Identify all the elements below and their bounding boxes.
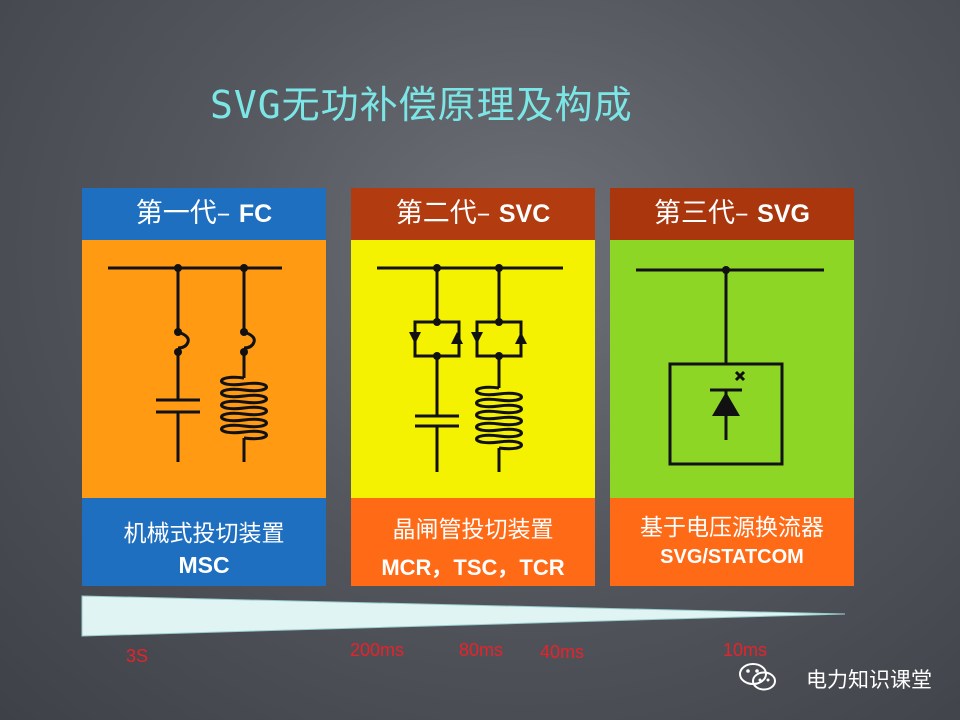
footer-acronym: MCR，TSC，TCR bbox=[381, 555, 565, 580]
column-header: 第一代– FC bbox=[82, 188, 326, 240]
header-separator: – bbox=[476, 198, 491, 229]
column-header: 第三代– SVG bbox=[610, 188, 854, 240]
circuit-diagram-fc bbox=[82, 240, 326, 498]
header-label: 第一代 bbox=[135, 198, 217, 229]
column-footer: 晶闸管投切装置 MCR，TSC，TCR bbox=[351, 498, 595, 586]
footer-acronym: MSC bbox=[178, 552, 230, 578]
header-tag: FC bbox=[238, 200, 273, 228]
time-label-10ms: 10ms bbox=[723, 640, 768, 660]
time-label-40ms: 40ms bbox=[540, 642, 585, 662]
column-footer: 基于电压源换流器 SVG/STATCOM bbox=[610, 498, 854, 586]
column-header: 第二代– SVC bbox=[351, 188, 595, 240]
column-footer: 机械式投切装置 MSC bbox=[82, 498, 326, 586]
time-label-3s: 3S bbox=[126, 646, 149, 666]
time-label-200ms: 200ms bbox=[350, 640, 405, 660]
header-label: 第二代 bbox=[395, 198, 477, 229]
footer-acronym: SVG/STATCOM bbox=[660, 546, 804, 568]
header-tag: SVG bbox=[757, 200, 810, 228]
fc-circuit-svg bbox=[108, 264, 282, 462]
svc-circuit-svg bbox=[377, 264, 563, 472]
column-svc: 第二代– SVC bbox=[351, 188, 595, 586]
header-label: 第三代 bbox=[654, 198, 736, 229]
footer-description: 基于电压源换流器 bbox=[640, 515, 824, 541]
column-svg: 第三代– SVG 基于电压源换流器 SVG/STATCOM bbox=[610, 188, 854, 586]
header-separator: – bbox=[735, 198, 749, 229]
circuit-diagram-svc bbox=[351, 240, 595, 498]
header-separator: – bbox=[216, 198, 231, 229]
time-label-80ms: 80ms bbox=[459, 640, 504, 660]
svg-circuit-svg bbox=[636, 266, 824, 466]
speed-wedge bbox=[81, 595, 846, 637]
page-title: SVG无功补偿原理及构成 bbox=[210, 83, 633, 127]
circuit-diagram-svg bbox=[610, 240, 854, 498]
wechat-icon bbox=[739, 663, 776, 691]
footer-description: 机械式投切装置 bbox=[123, 521, 285, 547]
header-tag: SVC bbox=[498, 200, 551, 228]
column-fc: 第一代– FC bbox=[82, 188, 326, 586]
watermark-text: 电力知识课堂 bbox=[806, 668, 932, 692]
footer-description: 晶闸管投切装置 bbox=[392, 517, 554, 543]
